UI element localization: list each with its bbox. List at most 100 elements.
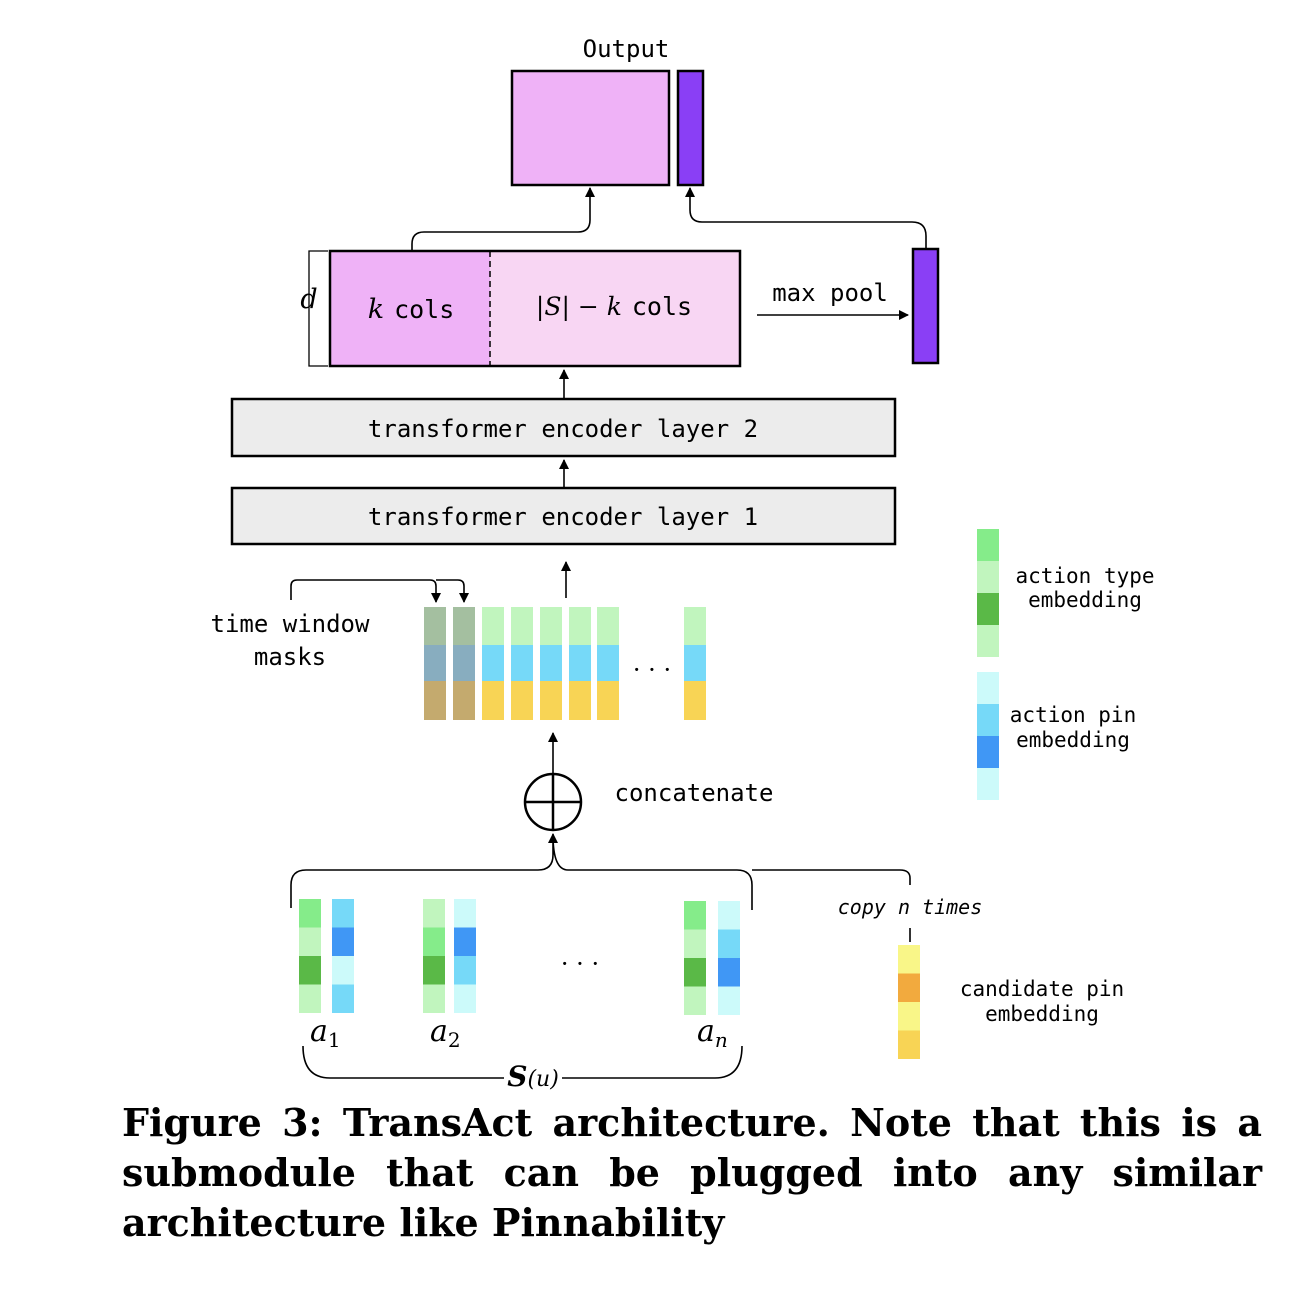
a2-type-cell-1 bbox=[423, 899, 445, 928]
legend-action-pin-swatch bbox=[977, 672, 999, 800]
sequence-col-3-action-pin bbox=[482, 645, 504, 681]
time-window-label-line2: masks bbox=[254, 643, 326, 671]
a1-pin-cell-2 bbox=[332, 927, 354, 956]
sequence-ellipsis: · · · bbox=[633, 656, 671, 684]
time-window-mask-arrow-2 bbox=[436, 579, 469, 603]
candidate-copy-line bbox=[752, 869, 911, 885]
sequence-col-3-action-type bbox=[482, 607, 504, 645]
legend-type-cell-3 bbox=[977, 593, 999, 625]
rest-cols-block bbox=[490, 251, 740, 366]
s-u-label: S(u) bbox=[507, 1060, 559, 1093]
k-cols-block bbox=[330, 251, 490, 366]
d-bracket bbox=[308, 250, 328, 367]
an-type-cell-3 bbox=[684, 958, 706, 987]
copy-n-times-label: copy n times bbox=[838, 895, 983, 919]
sequence-col-2-action-type bbox=[453, 607, 475, 645]
legend-action-type-swatch bbox=[977, 529, 999, 657]
time-window-mask-arrow-1 bbox=[290, 579, 441, 603]
a2-label: a2 bbox=[430, 1014, 461, 1052]
legend-action-pin-line1: action pin bbox=[1010, 703, 1136, 727]
a1-type-cell-3 bbox=[299, 956, 321, 985]
an-type-cell-4 bbox=[684, 986, 706, 1015]
sequence-col-1-candidate-pin bbox=[424, 681, 446, 720]
figure-caption: Figure 3: TransAct architecture. Note th… bbox=[122, 1100, 1262, 1245]
legend-pin-cell-3 bbox=[977, 736, 999, 768]
encoder-layer-1-label: transformer encoder layer 1 bbox=[368, 503, 758, 531]
a1-pin-cell-4 bbox=[332, 984, 354, 1013]
action-sequence-bracket bbox=[290, 834, 753, 910]
a2-pin-cell-3 bbox=[454, 956, 476, 985]
sequence-col-4-action-type bbox=[511, 607, 533, 645]
sequence-col-8-action-type bbox=[684, 607, 706, 645]
legend-candidate-pin-line2: embedding bbox=[985, 1002, 1099, 1026]
a2-pin-cell-1 bbox=[454, 899, 476, 928]
legend-action-type-line2: embedding bbox=[1028, 588, 1142, 612]
legend-candidate-cell-1 bbox=[898, 945, 920, 974]
concatenated-sequence bbox=[424, 607, 706, 720]
maxpool-to-output-arrow bbox=[685, 187, 927, 248]
a2-pin-cell-4 bbox=[454, 984, 476, 1013]
sequence-col-7-action-type bbox=[597, 607, 619, 645]
legend-action-type-line1: action type bbox=[1015, 564, 1154, 588]
a2-type-cell-2 bbox=[423, 927, 445, 956]
sequence-col-2-candidate-pin bbox=[453, 681, 475, 720]
encoder-layer-1 bbox=[230, 486, 897, 546]
concatenate-label: concatenate bbox=[615, 779, 774, 807]
sequence-col-7-action-pin bbox=[597, 645, 619, 681]
sequence-col-4-action-pin bbox=[511, 645, 533, 681]
max-pool-label: max pool bbox=[772, 279, 888, 307]
a2-pin-cell-2 bbox=[454, 927, 476, 956]
a1-pin-cell-1 bbox=[332, 899, 354, 928]
a1-type-cell-4 bbox=[299, 984, 321, 1013]
sequence-col-6-candidate-pin bbox=[569, 681, 591, 720]
legend-action-pin-line2: embedding bbox=[1016, 728, 1130, 752]
an-type-cell-1 bbox=[684, 901, 706, 930]
legend-candidate-pin-line1: candidate pin bbox=[960, 977, 1124, 1001]
encoder-layer-2 bbox=[230, 397, 897, 458]
sequence-col-1-action-type bbox=[424, 607, 446, 645]
legend-candidate-cell-2 bbox=[898, 973, 920, 1002]
sequence-col-7-candidate-pin bbox=[597, 681, 619, 720]
an-type-cell-2 bbox=[684, 929, 706, 958]
legend-candidate-pin-swatch bbox=[898, 945, 920, 1059]
d-label: d bbox=[300, 284, 317, 315]
sequence-col-6-action-type bbox=[569, 607, 591, 645]
legend-pin-cell-4 bbox=[977, 768, 999, 800]
output-pooled-block bbox=[676, 69, 705, 187]
legend-type-cell-4 bbox=[977, 625, 999, 657]
legend-type-cell-1 bbox=[977, 529, 999, 561]
sequence-col-5-action-type bbox=[540, 607, 562, 645]
legend-pin-cell-1 bbox=[977, 672, 999, 704]
an-pin-cell-3 bbox=[718, 958, 740, 987]
sequence-col-3-candidate-pin bbox=[482, 681, 504, 720]
time-window-label-line1: time window bbox=[211, 610, 370, 638]
a2-type-cell-4 bbox=[423, 984, 445, 1013]
sequence-col-5-candidate-pin bbox=[540, 681, 562, 720]
legend-candidate-cell-4 bbox=[898, 1030, 920, 1059]
user-action-embeddings bbox=[299, 899, 740, 1015]
legend-pin-cell-2 bbox=[977, 704, 999, 736]
sequence-col-5-action-pin bbox=[540, 645, 562, 681]
sequence-col-1-action-pin bbox=[424, 645, 446, 681]
an-pin-cell-4 bbox=[718, 986, 740, 1015]
legend-type-cell-2 bbox=[977, 561, 999, 593]
pooled-vector-block bbox=[911, 247, 940, 365]
sequence-col-8-action-pin bbox=[684, 645, 706, 681]
legend-candidate-cell-3 bbox=[898, 1002, 920, 1031]
a1-label: a1 bbox=[310, 1014, 341, 1052]
sequence-col-6-action-pin bbox=[569, 645, 591, 681]
an-pin-cell-2 bbox=[718, 929, 740, 958]
a1-type-cell-2 bbox=[299, 927, 321, 956]
sequence-matrix-outline bbox=[328, 249, 742, 368]
sequence-col-8-candidate-pin bbox=[684, 681, 706, 720]
output-label: Output bbox=[583, 35, 670, 63]
concatenate-icon bbox=[523, 772, 583, 832]
action-ellipsis: · · · bbox=[561, 950, 599, 978]
a1-type-cell-1 bbox=[299, 899, 321, 928]
encoder-layer-2-label: transformer encoder layer 2 bbox=[368, 415, 758, 443]
a1-pin-cell-3 bbox=[332, 956, 354, 985]
an-label: an bbox=[697, 1014, 728, 1052]
sequence-col-4-candidate-pin bbox=[511, 681, 533, 720]
